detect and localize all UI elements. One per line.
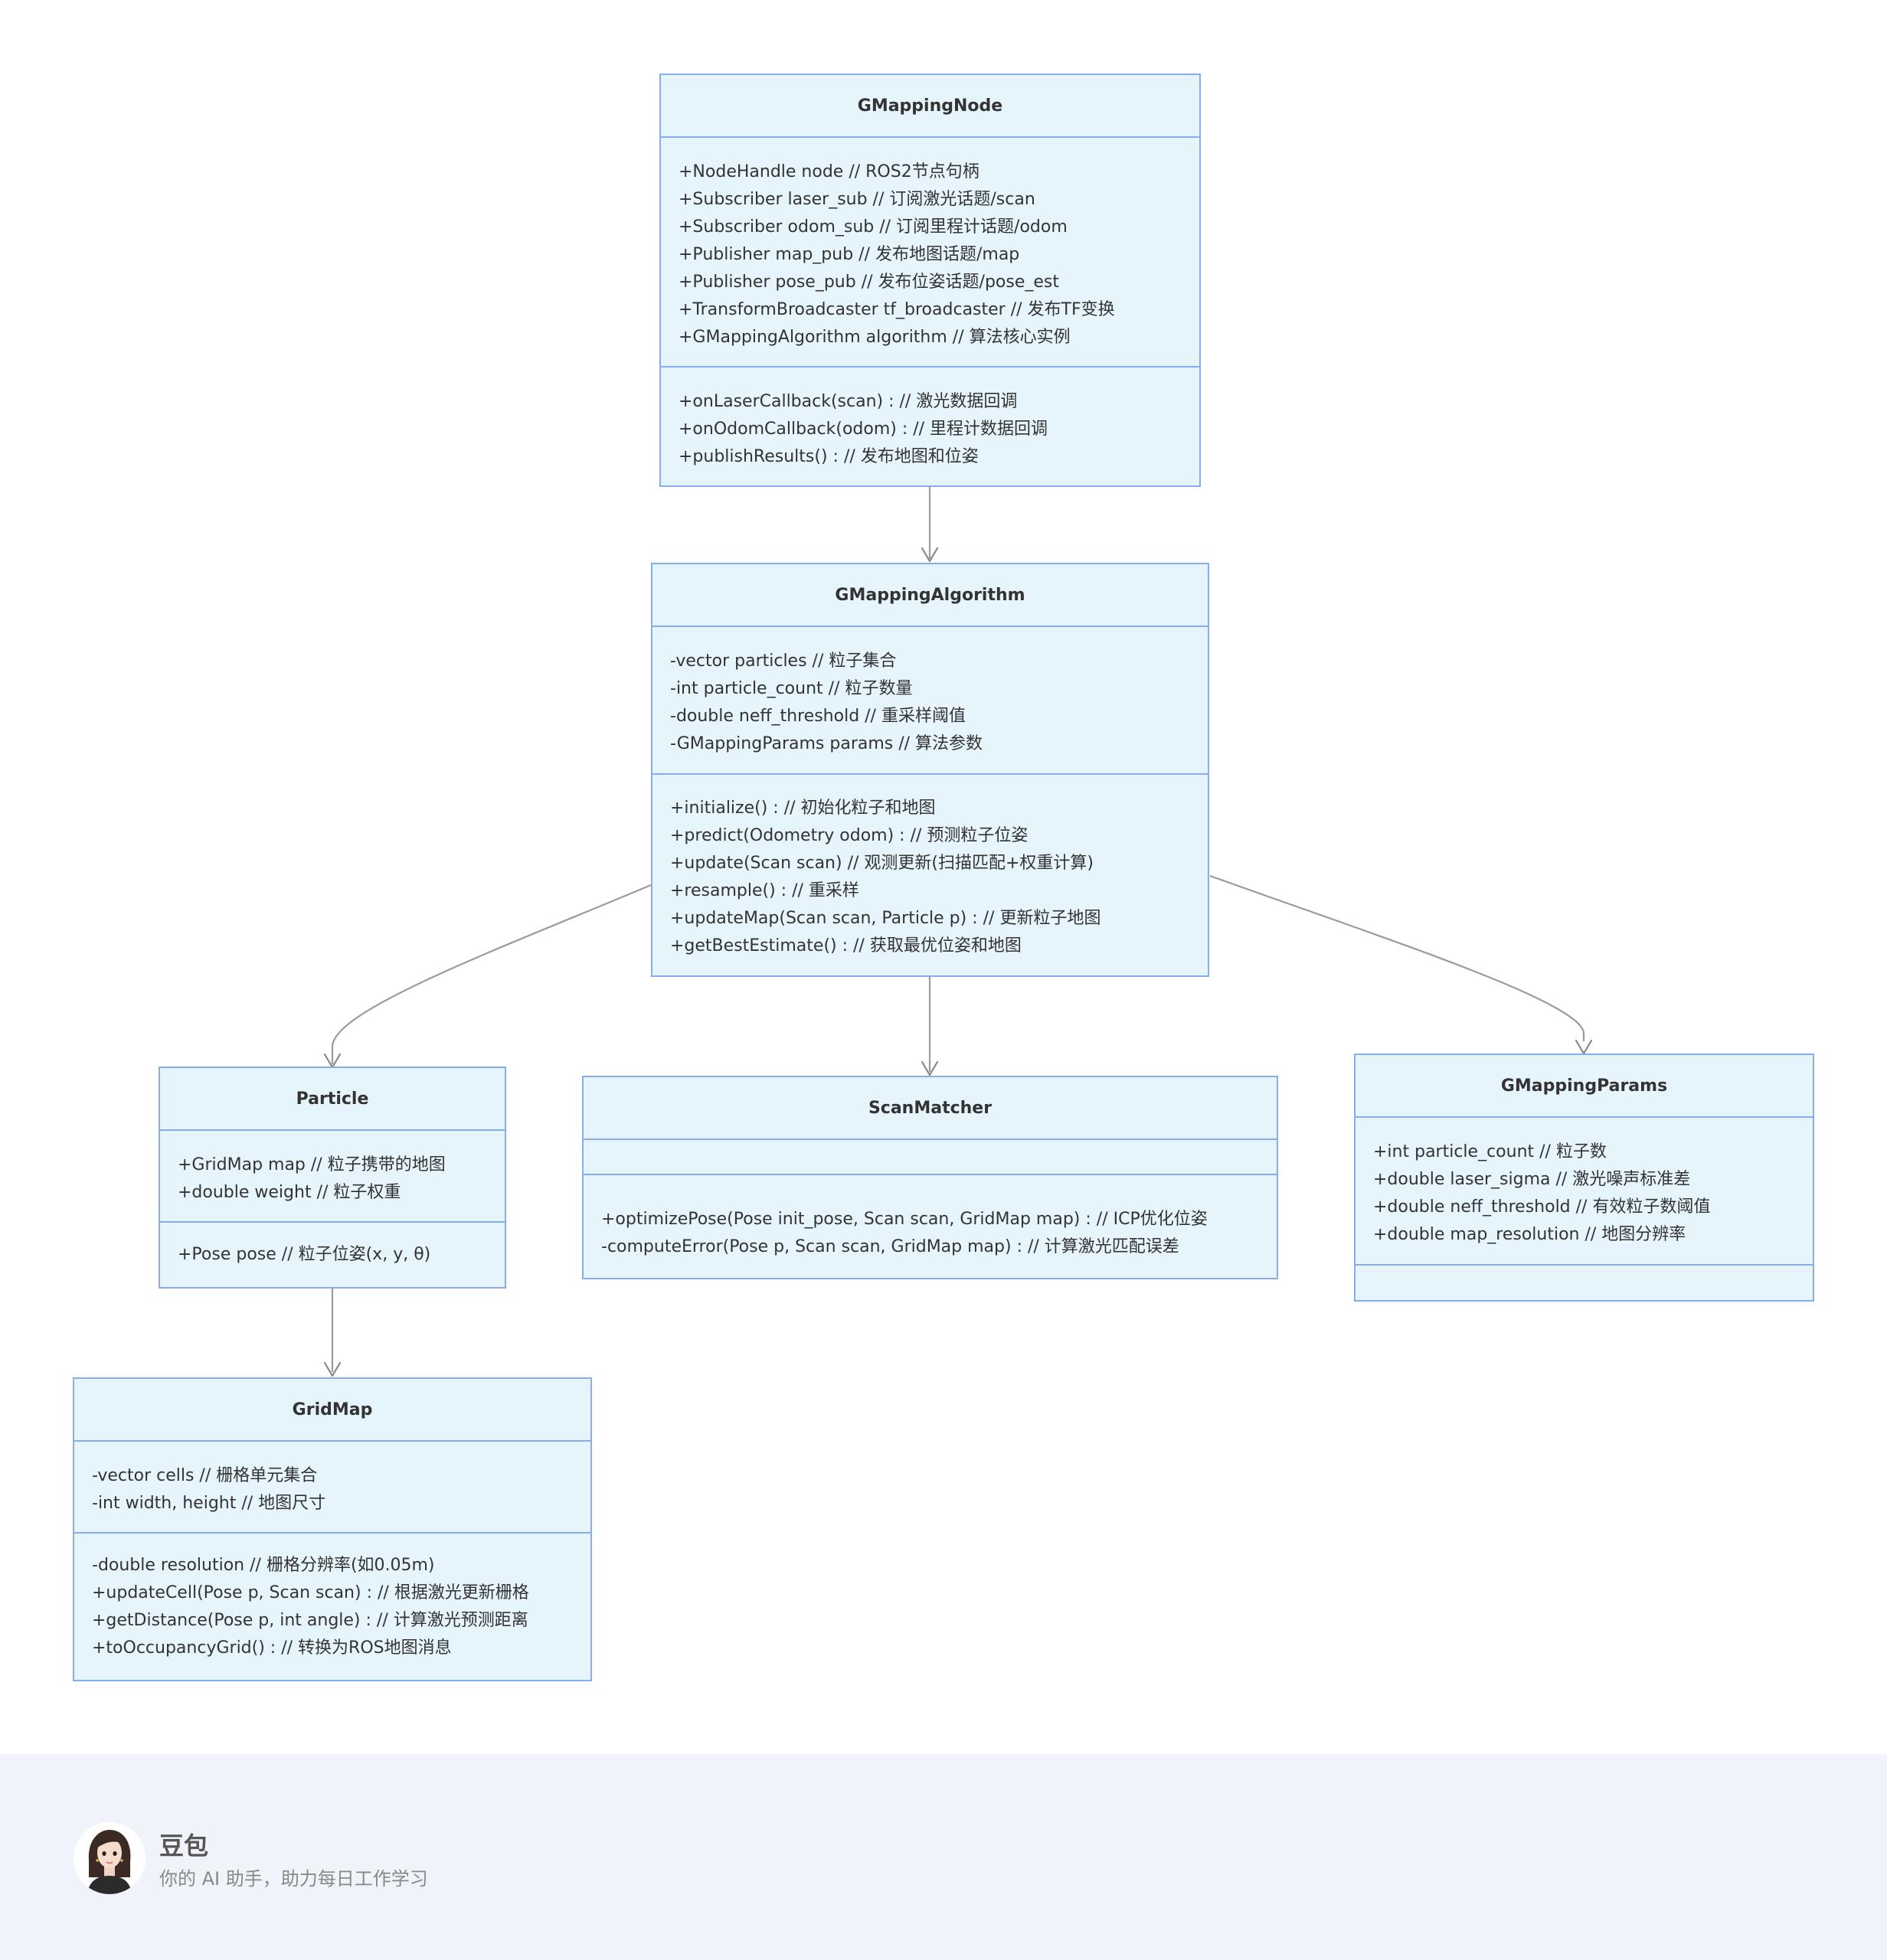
method: -computeError(Pose p, Scan scan, GridMap… bbox=[601, 1237, 1179, 1256]
attribute: +GMappingAlgorithm algorithm // 算法核心实例 bbox=[679, 328, 1071, 347]
arrowhead-particle bbox=[323, 1053, 342, 1069]
class-scan-matcher[interactable]: ScanMatcher +optimizePose(Pose init_pose… bbox=[582, 1076, 1278, 1279]
attribute: +NodeHandle node // ROS2节点句柄 bbox=[679, 162, 979, 181]
attribute: +Subscriber odom_sub // 订阅里程计话题/odom bbox=[679, 217, 1068, 237]
attribute: +Subscriber laser_sub // 订阅激光话题/scan bbox=[679, 190, 1035, 209]
method: +optimizePose(Pose init_pose, Scan scan,… bbox=[601, 1210, 1208, 1229]
method: +update(Scan scan) // 观测更新(扫描匹配+权重计算) bbox=[670, 854, 1094, 873]
brand-slogan: 你的 AI 助手，助力每日工作学习 bbox=[159, 1868, 428, 1890]
method: +updateCell(Pose p, Scan scan) : // 根据激光… bbox=[92, 1583, 529, 1602]
brand-name: 豆包 bbox=[159, 1831, 209, 1860]
class-name: GMappingAlgorithm bbox=[652, 564, 1208, 627]
method: +getBestEstimate() : // 获取最优位姿和地图 bbox=[670, 936, 1022, 956]
method: +publishResults() : // 发布地图和位姿 bbox=[679, 447, 979, 466]
methods-section: -double resolution // 栅格分辨率(如0.05m) +upd… bbox=[74, 1534, 590, 1670]
class-gmapping-algorithm[interactable]: GMappingAlgorithm -vector particles // 粒… bbox=[651, 563, 1209, 977]
attribute: -vector particles // 粒子集合 bbox=[670, 652, 897, 671]
method: +toOccupancyGrid() : // 转换为ROS地图消息 bbox=[92, 1638, 452, 1658]
attributes-section: +NodeHandle node // ROS2节点句柄 +Subscriber… bbox=[661, 138, 1199, 368]
class-name: Particle bbox=[160, 1068, 505, 1131]
class-grid-map[interactable]: GridMap -vector cells // 栅格单元集合 -int wid… bbox=[73, 1377, 592, 1681]
attribute: -GMappingParams params // 算法参数 bbox=[670, 734, 983, 753]
attributes-section: +GridMap map // 粒子携带的地图 +double weight /… bbox=[160, 1131, 505, 1223]
method: +onLaserCallback(scan) : // 激光数据回调 bbox=[679, 392, 1018, 411]
methods-section: +initialize() : // 初始化粒子和地图 +predict(Odo… bbox=[652, 775, 1208, 968]
methods-section: +optimizePose(Pose init_pose, Scan scan,… bbox=[584, 1175, 1277, 1269]
class-particle[interactable]: Particle +GridMap map // 粒子携带的地图 +double… bbox=[159, 1067, 506, 1289]
attribute: +Publisher pose_pub // 发布位姿话题/pose_est bbox=[679, 273, 1059, 292]
attributes-section bbox=[584, 1140, 1277, 1175]
attribute: +double map_resolution // 地图分辨率 bbox=[1373, 1225, 1686, 1244]
attribute: -vector cells // 栅格单元集合 bbox=[92, 1466, 318, 1485]
attribute: +TransformBroadcaster tf_broadcaster // … bbox=[679, 300, 1115, 319]
edge-algorithm-to-params bbox=[1209, 874, 1585, 1041]
avatar-icon bbox=[74, 1822, 146, 1894]
arrowhead-algorithm bbox=[921, 547, 939, 563]
method: +resample() : // 重采样 bbox=[670, 881, 859, 900]
attribute: +GridMap map // 粒子携带的地图 bbox=[178, 1155, 446, 1174]
methods-section bbox=[1356, 1266, 1813, 1301]
footer: 豆包 你的 AI 助手，助力每日工作学习 bbox=[0, 1754, 1887, 1960]
attribute: +double laser_sigma // 激光噪声标准差 bbox=[1373, 1170, 1691, 1189]
attribute: -int particle_count // 粒子数量 bbox=[670, 679, 913, 698]
attribute: -double neff_threshold // 重采样阈值 bbox=[670, 707, 966, 726]
attribute: +Publisher map_pub // 发布地图话题/map bbox=[679, 245, 1020, 264]
attributes-section: -vector particles // 粒子集合 -int particle_… bbox=[652, 627, 1208, 775]
method: +updateMap(Scan scan, Particle p) : // 更… bbox=[670, 909, 1101, 928]
class-name: GridMap bbox=[74, 1379, 590, 1442]
attribute: +double neff_threshold // 有效粒子数阈值 bbox=[1373, 1197, 1711, 1217]
methods-section: +onLaserCallback(scan) : // 激光数据回调 +onOd… bbox=[661, 368, 1199, 479]
method: +initialize() : // 初始化粒子和地图 bbox=[670, 799, 936, 818]
class-name: ScanMatcher bbox=[584, 1077, 1277, 1140]
class-name: GMappingNode bbox=[661, 75, 1199, 138]
method: +predict(Odometry odom) : // 预测粒子位姿 bbox=[670, 826, 1029, 845]
attribute: +int particle_count // 粒子数 bbox=[1373, 1142, 1607, 1161]
arrowhead-gridmap bbox=[323, 1361, 342, 1377]
method: +onOdomCallback(odom) : // 里程计数据回调 bbox=[679, 420, 1048, 439]
attributes-section: +int particle_count // 粒子数 +double laser… bbox=[1356, 1118, 1813, 1266]
method: +getDistance(Pose p, int angle) : // 计算激… bbox=[92, 1611, 528, 1630]
edge-algorithm-to-particle bbox=[331, 884, 652, 1064]
attribute: +double weight // 粒子权重 bbox=[178, 1183, 401, 1202]
class-name: GMappingParams bbox=[1356, 1055, 1813, 1118]
class-gmapping-node[interactable]: GMappingNode +NodeHandle node // ROS2节点句… bbox=[659, 74, 1201, 487]
arrowhead-params bbox=[1575, 1039, 1593, 1055]
method: +Pose pose // 粒子位姿(x, y, θ) bbox=[178, 1245, 431, 1264]
class-gmapping-params[interactable]: GMappingParams +int particle_count // 粒子… bbox=[1354, 1054, 1814, 1302]
attribute: -int width, height // 地图尺寸 bbox=[92, 1494, 326, 1513]
methods-section: +Pose pose // 粒子位姿(x, y, θ) bbox=[160, 1223, 505, 1276]
arrowhead-scanmatcher bbox=[921, 1060, 939, 1076]
method: -double resolution // 栅格分辨率(如0.05m) bbox=[92, 1556, 435, 1575]
attributes-section: -vector cells // 栅格单元集合 -int width, heig… bbox=[74, 1442, 590, 1534]
